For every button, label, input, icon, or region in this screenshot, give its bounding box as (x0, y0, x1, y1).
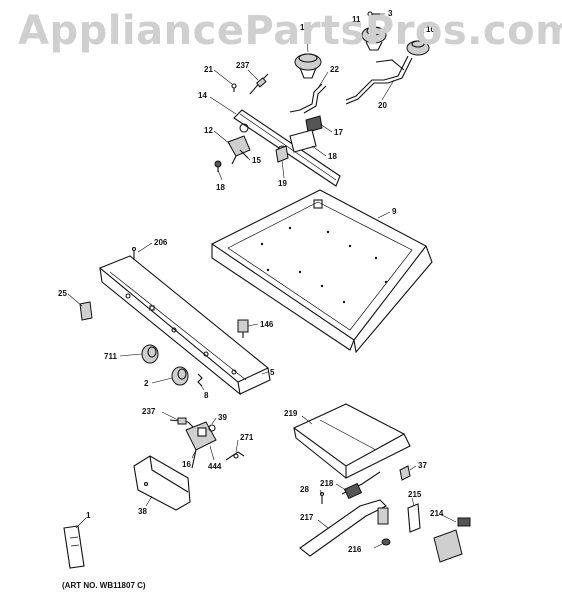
callout-14: 14 (198, 91, 207, 100)
manifold-14[interactable] (233, 109, 341, 187)
knob-2[interactable] (171, 366, 189, 386)
callout-444: 444 (208, 462, 222, 471)
watermark: AppliancePartsPros.com (18, 8, 562, 54)
orifice-tube-22[interactable] (289, 83, 327, 114)
callout-271: 271 (240, 433, 254, 442)
callout-25: 25 (58, 289, 67, 298)
screw-206[interactable] (131, 246, 137, 261)
burner-head-11[interactable] (361, 26, 387, 51)
manual-1[interactable] (63, 525, 85, 569)
callout-labels: 3 11 13 10 21 237 22 20 14 17 12 15 18 1… (58, 9, 444, 554)
bezel-25[interactable] (79, 301, 93, 321)
callout-237-lower: 237 (142, 407, 156, 416)
screw-28[interactable] (319, 491, 325, 505)
burner-head-10[interactable] (406, 40, 430, 56)
bracket-215[interactable] (407, 503, 421, 533)
callout-214: 214 (430, 509, 444, 518)
gas-tube-20[interactable] (345, 55, 413, 105)
knob-711[interactable] (141, 344, 159, 364)
control-panel-5[interactable] (98, 255, 271, 396)
fitting-39[interactable] (208, 424, 216, 432)
callout-39: 39 (218, 413, 227, 422)
callout-21: 21 (204, 65, 213, 74)
callout-19: 19 (278, 179, 287, 188)
callout-18-lower: 18 (216, 183, 225, 192)
nut-216[interactable] (381, 538, 391, 546)
switch-214[interactable] (433, 517, 471, 563)
clip-37[interactable] (399, 465, 411, 481)
electrode-237[interactable] (249, 73, 269, 95)
art-number: (ART NO. WB11807 C) (62, 581, 146, 590)
burner-head-13[interactable] (294, 53, 322, 79)
callout-10: 10 (426, 25, 435, 34)
callout-146: 146 (260, 320, 274, 329)
callout-12: 12 (204, 126, 213, 135)
callout-37: 37 (418, 461, 427, 470)
callout-206: 206 (154, 238, 168, 247)
callout-219: 219 (284, 409, 298, 418)
callout-9: 9 (392, 207, 397, 216)
screw-21[interactable] (231, 83, 237, 92)
callout-5: 5 (270, 368, 275, 377)
leader-lines (67, 13, 457, 549)
regulator-16[interactable] (185, 421, 217, 469)
pan-holes (260, 226, 388, 304)
bracket-17[interactable] (305, 115, 323, 133)
cover-38[interactable] (133, 455, 191, 511)
callout-215: 215 (408, 490, 422, 499)
callout-22: 22 (330, 65, 339, 74)
callout-15: 15 (252, 156, 261, 165)
callout-18-upper: 18 (328, 152, 337, 161)
callout-216: 216 (348, 545, 362, 554)
callout-237-top: 237 (236, 61, 250, 70)
callout-8: 8 (204, 391, 209, 400)
callout-218: 218 (320, 479, 334, 488)
callout-16: 16 (182, 460, 191, 469)
callout-13: 13 (300, 23, 309, 32)
screw-18-lower[interactable] (214, 160, 222, 172)
bottom-pan-9[interactable] (210, 189, 433, 354)
callout-17: 17 (334, 128, 343, 137)
callout-711: 711 (104, 352, 117, 361)
valve-12[interactable] (227, 135, 251, 165)
bracket-18-upper[interactable] (289, 129, 317, 153)
callout-217: 217 (300, 513, 314, 522)
callout-3: 3 (388, 9, 393, 18)
callout-20: 20 (378, 101, 387, 110)
wire-harness-218[interactable] (341, 471, 381, 500)
callout-1: 1 (86, 511, 91, 520)
callout-38: 38 (138, 507, 147, 516)
screw-19[interactable] (275, 145, 289, 163)
connector-271[interactable] (225, 451, 245, 461)
callout-2: 2 (144, 379, 149, 388)
igniter-217[interactable] (299, 499, 389, 557)
tube-237-lower[interactable] (169, 417, 195, 429)
bracket-219[interactable] (292, 403, 411, 479)
callout-11: 11 (352, 15, 361, 24)
igniter-switch-146[interactable] (237, 319, 249, 338)
callout-28: 28 (300, 485, 309, 494)
